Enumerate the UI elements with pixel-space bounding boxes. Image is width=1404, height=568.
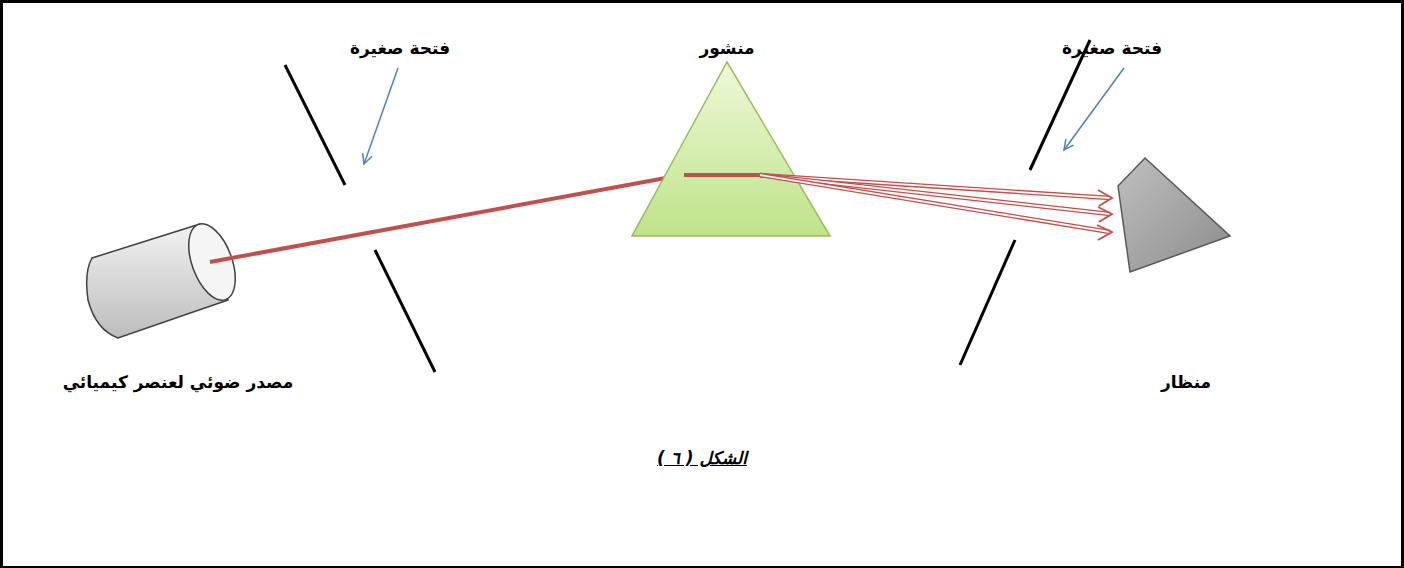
dispersed-rays: [760, 175, 1112, 240]
pointer-arrow: [1064, 68, 1124, 150]
pointer-arrow: [364, 68, 398, 164]
source-label: مصدر ضوئي لعنصر كيميائي: [63, 372, 294, 392]
figure-caption: الشكل ( ٦ ): [657, 448, 747, 468]
prism: [632, 62, 830, 236]
slit-label: فتحة صغيرة: [350, 38, 450, 58]
telescope: [1118, 158, 1230, 272]
slit-label: فتحة صغيرة: [1062, 38, 1162, 58]
slit-1: [285, 65, 435, 372]
slit-2: [960, 40, 1090, 365]
beam-in-prism: [684, 173, 760, 177]
light-source: [87, 218, 245, 338]
telescope-label: منظار: [1161, 372, 1211, 392]
prism-label: منشور: [699, 38, 754, 58]
light-beam: [210, 175, 682, 262]
